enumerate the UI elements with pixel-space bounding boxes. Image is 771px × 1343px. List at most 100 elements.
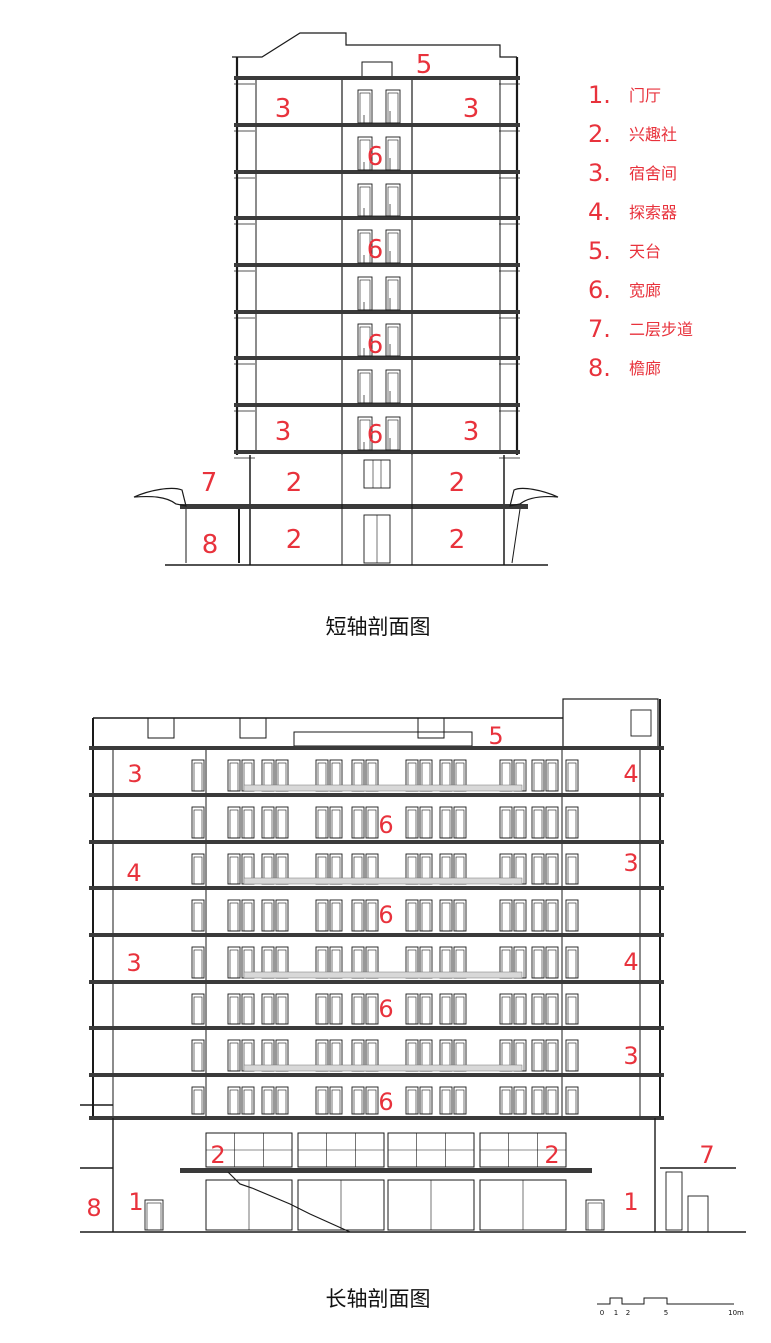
long-room-label: 4 [126, 859, 141, 887]
door-leaf [229, 1089, 239, 1115]
long-room-label: 8 [86, 1194, 101, 1222]
door-symbol [439, 899, 453, 932]
column [511, 508, 521, 564]
door-leaf [359, 372, 371, 404]
door-leaf [193, 1042, 203, 1072]
floor-slab [234, 450, 520, 454]
door-symbol [191, 899, 205, 932]
door-leaf [387, 92, 399, 124]
floor-slab [234, 123, 520, 127]
long-room-label: 6 [378, 901, 393, 929]
door-leaf [277, 809, 287, 839]
door-symbol [315, 993, 329, 1025]
floor-slab [234, 263, 520, 267]
canopy-right [509, 487, 559, 507]
canopy-left [133, 487, 187, 507]
door-leaf [407, 902, 417, 932]
door-symbol [365, 899, 379, 932]
legend-number: 6. [588, 276, 611, 304]
door-frame [144, 1199, 164, 1231]
door-leaf [515, 809, 525, 839]
door-leaf [263, 1089, 273, 1115]
door-symbol [405, 993, 419, 1025]
door-symbol [227, 853, 241, 885]
door-symbol [261, 806, 275, 839]
door-leaf [387, 326, 399, 357]
door-leaf [263, 809, 273, 839]
floor-slab [234, 170, 520, 174]
door-symbol [545, 899, 559, 932]
door-leaf [441, 902, 451, 932]
door-leaf [501, 1089, 511, 1115]
door-symbol [545, 759, 559, 792]
door-leaf [455, 1089, 465, 1115]
door-symbol [241, 899, 255, 932]
door-symbol [513, 1086, 527, 1115]
short-room-label: 7 [201, 468, 218, 498]
door-symbol [144, 1199, 164, 1231]
short-room-label: 6 [367, 330, 384, 360]
legend-label: 檐廊 [629, 359, 661, 378]
door-leaf [367, 996, 377, 1025]
door-leaf [533, 1042, 543, 1072]
door-symbol [227, 1039, 241, 1072]
door-leaf [515, 1089, 525, 1115]
door-symbol [531, 806, 545, 839]
door-symbol [385, 136, 401, 171]
door-leaf [367, 902, 377, 932]
door-symbol [191, 946, 205, 979]
door-symbol [453, 993, 467, 1025]
door-leaf [547, 1042, 557, 1072]
door-leaf [441, 1089, 451, 1115]
legend-label: 门厅 [629, 86, 661, 105]
floor-slab [89, 933, 664, 937]
scale-tick-label: 1 [614, 1309, 618, 1317]
door-leaf [277, 996, 287, 1025]
door-leaf [243, 1089, 253, 1115]
door-leaf [317, 996, 327, 1025]
door-leaf [407, 809, 417, 839]
door-symbol [329, 993, 343, 1025]
legend-number: 2. [588, 120, 611, 148]
scale-bar-line [597, 1297, 734, 1305]
short-room-label: 2 [449, 468, 466, 498]
door-leaf [193, 809, 203, 839]
door-symbol [275, 899, 289, 932]
floor-slab [89, 840, 664, 844]
door-symbol [405, 806, 419, 839]
stair-penthouse [562, 698, 659, 749]
door-symbol [241, 993, 255, 1025]
door-leaf [277, 902, 287, 932]
door-leaf [359, 92, 371, 124]
door-symbol [351, 899, 365, 932]
long-section-caption: 长轴剖面图 [326, 1287, 431, 1311]
door-leaf [193, 902, 203, 932]
corridor-hatch [243, 971, 523, 979]
door-symbol [351, 993, 365, 1025]
door-leaf [367, 809, 377, 839]
external-stair [665, 1171, 683, 1231]
door-leaf [567, 1089, 577, 1115]
door-leaf [533, 1089, 543, 1115]
door-leaf [243, 996, 253, 1025]
door-leaf [243, 809, 253, 839]
long-room-label: 3 [623, 1042, 638, 1070]
door-leaf [501, 809, 511, 839]
door-leaf [263, 996, 273, 1025]
stair-flight [363, 438, 391, 451]
door-leaf [567, 856, 577, 885]
door-symbol [227, 993, 241, 1025]
door-symbol [545, 946, 559, 979]
long-room-label: 3 [126, 949, 141, 977]
door-leaf [229, 949, 239, 979]
floor-slab [234, 310, 520, 314]
door-leaf [146, 1202, 162, 1231]
corridor-hatch [243, 877, 523, 885]
floor-slab [180, 1168, 592, 1173]
door-leaf [547, 996, 557, 1025]
floor-slab [234, 403, 520, 407]
door-symbol [565, 853, 579, 885]
legend-number: 5. [588, 237, 611, 265]
